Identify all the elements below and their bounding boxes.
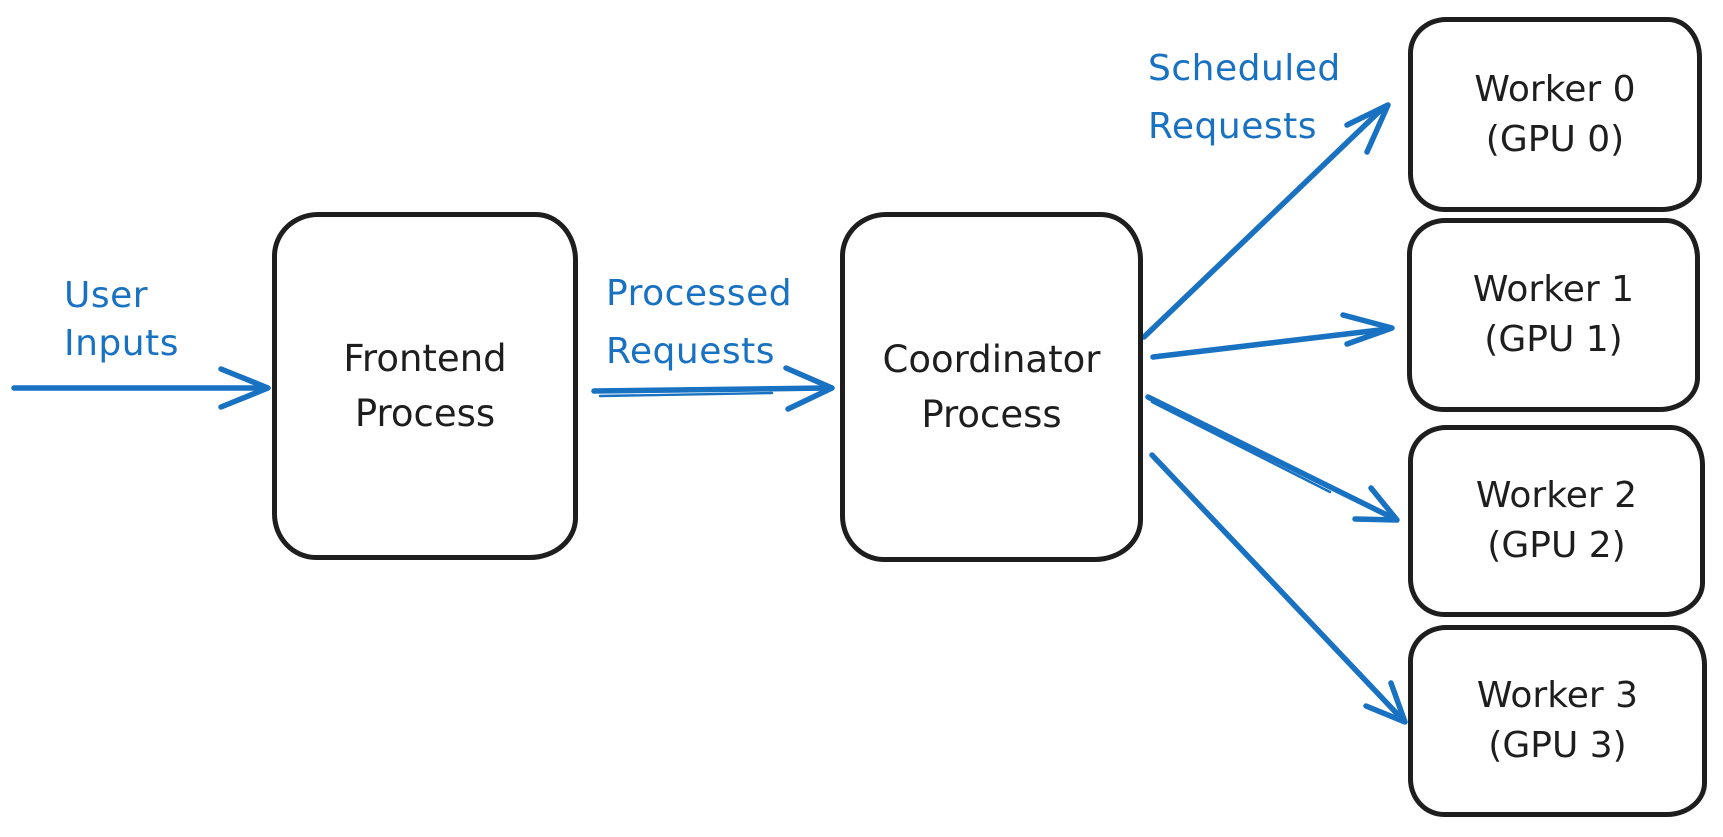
- arrow-scheduled-worker-0-shaft: [1141, 104, 1387, 340]
- node-worker-1-line1: Worker 1: [1472, 269, 1635, 310]
- node-coordinator-process: Coordinator Process: [840, 212, 1143, 562]
- arrow-scheduled-worker-3-shaft: [1149, 452, 1405, 722]
- arrow-user-inputs: [11, 366, 271, 410]
- edge-label-user-inputs-line1: User: [64, 275, 149, 316]
- arrow-scheduled-worker-2: [1145, 394, 1400, 523]
- node-worker-3: Worker 3 (GPU 3): [1408, 625, 1707, 817]
- node-worker-2-line2: (GPU 2): [1487, 525, 1626, 566]
- edge-label-user-inputs-line2: Inputs: [64, 323, 179, 364]
- arrow-scheduled-worker-2-shaft: [1145, 394, 1396, 521]
- edge-label-processed-requests-line2: Requests: [606, 331, 775, 372]
- node-worker-2-line1: Worker 2: [1475, 475, 1638, 516]
- arrow-scheduled-worker-2-shaft-double: [1150, 400, 1332, 494]
- node-worker-2: Worker 2 (GPU 2): [1408, 425, 1705, 617]
- node-worker-3-line1: Worker 3: [1476, 675, 1639, 716]
- arrow-scheduled-worker-1: [1150, 312, 1395, 360]
- arrow-scheduled-worker-1-shaft: [1150, 326, 1391, 360]
- node-coordinator-process-line2: Process: [921, 393, 1062, 436]
- edge-label-scheduled-requests-line2: Requests: [1148, 106, 1317, 147]
- arrow-scheduled-worker-1-head: [1340, 312, 1395, 347]
- node-worker-3-line2: (GPU 3): [1488, 725, 1627, 766]
- node-frontend-process-line1: Frontend: [343, 337, 507, 380]
- arrow-scheduled-worker-2-head: [1352, 485, 1400, 523]
- node-coordinator-process-line1: Coordinator: [882, 338, 1101, 381]
- node-frontend-process: Frontend Process: [272, 212, 578, 560]
- node-frontend-process-line2: Process: [354, 392, 496, 435]
- arrow-processed-requests-shaft-double: [598, 391, 774, 398]
- node-worker-0-line2: (GPU 0): [1485, 118, 1625, 160]
- arrow-scheduled-worker-3-head: [1363, 680, 1408, 725]
- arrow-scheduled-worker-0: [1141, 102, 1391, 340]
- arrow-user-inputs-head: [218, 366, 271, 410]
- node-worker-1-line2: (GPU 1): [1484, 319, 1623, 360]
- arrow-processed-requests-head: [783, 365, 835, 412]
- arrow-processed-requests-shaft: [591, 385, 829, 394]
- edge-label-user-inputs: User Inputs: [64, 272, 179, 368]
- edge-label-scheduled-requests-line1: Scheduled: [1148, 48, 1341, 89]
- node-worker-1: Worker 1 (GPU 1): [1407, 218, 1700, 412]
- arrow-processed-requests: [591, 365, 835, 412]
- edge-label-processed-requests-line1: Processed: [606, 273, 793, 314]
- edge-label-processed-requests: Processed Requests: [606, 265, 792, 381]
- arrow-scheduled-worker-0-head: [1344, 102, 1391, 155]
- arrow-scheduled-worker-3: [1149, 452, 1408, 725]
- node-worker-0: Worker 0 (GPU 0): [1408, 17, 1702, 212]
- edge-label-scheduled-requests: Scheduled Requests: [1148, 40, 1341, 156]
- node-worker-0-line1: Worker 0: [1474, 68, 1636, 110]
